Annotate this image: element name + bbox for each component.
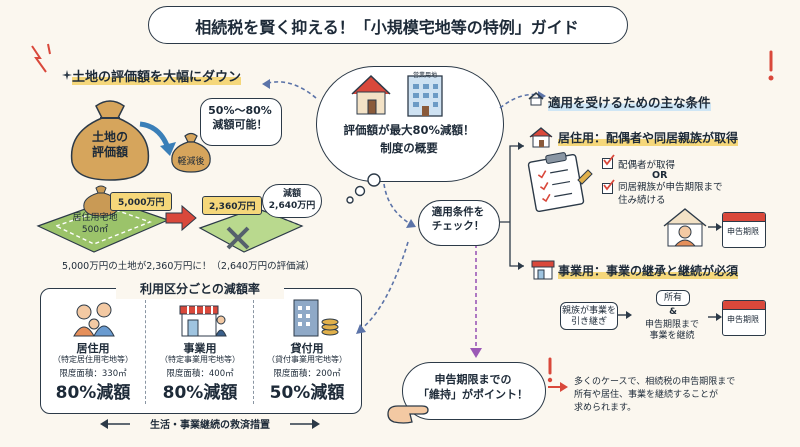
- pointing-hand-icon: [387, 405, 429, 424]
- page-title: 相続税を賢く抑える！「小規模宅地等の特例」ガイド: [195, 18, 579, 37]
- reduction-speech-bubble: [200, 98, 282, 146]
- business-condition-title: 事業用：事業の継承と継続が必須: [558, 262, 739, 279]
- house-icon: [351, 74, 391, 115]
- calendar-label: 申告期限: [727, 227, 759, 236]
- person-in-house-icon: [663, 208, 707, 247]
- clipboard-checklist-icon: [527, 152, 593, 213]
- right-arrow-icon: [165, 204, 197, 232]
- reduction-amount: 減額 2,640万円: [262, 184, 322, 218]
- office-building-icon: [407, 75, 443, 117]
- usage-table-footer: 生活・事業継続の救済措置: [130, 416, 290, 431]
- usage-col-rate: 80%減額: [55, 383, 131, 403]
- table-divider: [145, 300, 146, 404]
- connector-arrow: [262, 79, 317, 99]
- arrow-right-icon: [548, 382, 568, 392]
- money-bag-icon: [70, 100, 150, 181]
- business-box-successor-text: 親族が事業を 引き継ぎ: [561, 306, 616, 328]
- lightning-icon: [31, 43, 51, 73]
- check-conditions-bubble: [418, 200, 500, 246]
- business-box-continue: 申告期限まで 事業を継続: [634, 318, 710, 344]
- decrease-arrow-icon: [139, 121, 176, 156]
- bag-small-label: 軽減後: [177, 157, 205, 167]
- arrow-right-icon: [708, 313, 722, 321]
- reduction-speech-text: 50%～80% 減額可能！: [208, 104, 272, 132]
- usage-col-name: 居住用: [76, 342, 110, 355]
- exclamation-icon: [768, 50, 774, 81]
- price-tag-after: 2,360万円: [202, 196, 263, 215]
- land-summary: 5,000万円の土地が2,360万円に！（2,640万円の評価減）: [62, 261, 315, 272]
- conditions-heading: 適用を受けるための主な条件: [548, 92, 711, 111]
- residential-check-2: 同居親族が申告期限まで 住み続ける: [618, 182, 723, 206]
- family-icon: [73, 302, 115, 337]
- shop-icon: [531, 260, 555, 280]
- business-box-continue-text: 申告期限まで 事業を継続: [644, 320, 699, 342]
- check-mark-icon: [603, 179, 615, 191]
- usage-col-sub: （特定事業用宅地等）: [160, 355, 240, 364]
- connector-arrow: [356, 241, 409, 334]
- check-conditions-text: 適用条件を チェック！: [431, 206, 485, 232]
- residential-condition-title: 居住用：配偶者や同居親族が取得: [558, 129, 739, 146]
- sparkle-icon: [62, 70, 72, 80]
- arrow-right-icon: [708, 223, 722, 231]
- bag-large-label: 土地の 評価額: [91, 130, 128, 159]
- plot-label: 居住用宅地 500㎡: [72, 213, 118, 236]
- money-bag-icon: [83, 185, 119, 217]
- calendar-label: 申告期限: [727, 315, 759, 324]
- deadline-note: 多くのケースで、相続税の申告期限まで 所有や居住、事業を継続することが 求められ…: [574, 377, 736, 414]
- price-tag-before: 5,000万円: [110, 192, 173, 211]
- overview-line2: 制度の概要: [380, 141, 438, 155]
- deadline-bubble-text: 申告期限までの 「維持」がポイント！: [418, 373, 528, 402]
- calendar-icon: [722, 300, 766, 336]
- calendar-icon: [722, 212, 766, 248]
- exclamation-icon: [547, 357, 553, 383]
- business-box-ownership: 所有: [656, 290, 690, 306]
- overview-line1: 評価額が最大80%減額！: [343, 123, 475, 137]
- usage-col-name: 事業用: [183, 342, 217, 355]
- apartment-icon: [293, 299, 339, 337]
- table-divider: [253, 300, 254, 404]
- money-bag-small-icon: [171, 132, 211, 173]
- house-icon: [528, 92, 544, 106]
- land-value-heading: 土地の評価額を大幅にダウン: [72, 66, 242, 85]
- check-mark-icon: [603, 154, 615, 166]
- business-box-successor: 親族が事業を 引き継ぎ: [560, 302, 618, 330]
- residential-check-1: 配偶者が取得: [618, 160, 676, 171]
- shop-icon: [179, 305, 227, 337]
- usage-col-name: 貸付用: [290, 342, 324, 355]
- usage-table-heading: 利用区分ごとの減額率: [116, 278, 284, 299]
- usage-col-rate: 80%減額: [162, 383, 238, 403]
- usage-col-sub: （特定居住用宅地等）: [53, 355, 133, 364]
- title-cloud: [148, 6, 628, 44]
- building-sign: 営業用地: [412, 72, 437, 79]
- connector-arrow: [470, 244, 482, 358]
- usage-col-limit: 限度面積：400㎡: [166, 369, 234, 379]
- residential-or: OR: [652, 170, 668, 181]
- cloud-tail: [346, 173, 381, 204]
- usage-col-limit: 限度面積：330㎡: [59, 369, 127, 379]
- business-amp: &: [669, 307, 677, 317]
- arrow-right-icon: [618, 311, 632, 319]
- connector-arrow: [383, 183, 416, 228]
- usage-col-limit: 限度面積：200㎡: [273, 369, 341, 379]
- house-icon: [529, 127, 553, 148]
- usage-col-sub: （貸付事業用宅地等）: [267, 355, 347, 364]
- usage-col-rate: 50%減額: [269, 383, 345, 403]
- bracket-connector: [500, 142, 524, 270]
- business-box-ownership-text: 所有: [663, 293, 682, 303]
